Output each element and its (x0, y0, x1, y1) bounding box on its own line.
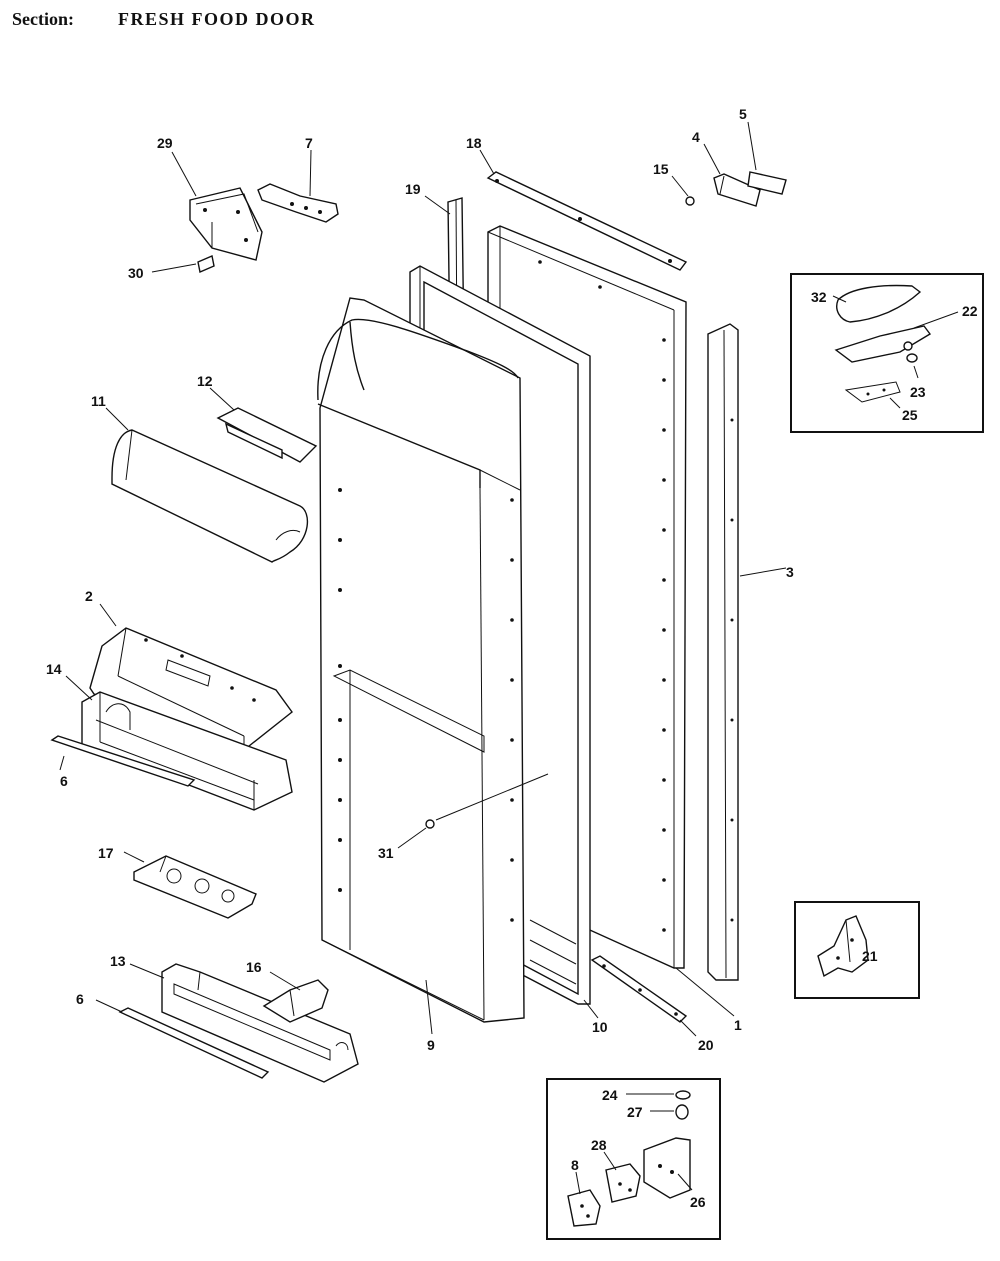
callout-6-lower: 6 (76, 991, 84, 1007)
part-29-hinge-bracket (189, 187, 263, 261)
callout-28: 28 (591, 1137, 607, 1153)
callout-26: 26 (690, 1194, 706, 1210)
part-11-cover (111, 429, 309, 563)
leader-18 (479, 149, 495, 175)
part-17-grille (133, 855, 257, 919)
section-title: FRESH FOOD DOOR (118, 9, 316, 29)
leader-30 (151, 263, 197, 273)
callout-20: 20 (698, 1037, 714, 1053)
part-20-bottom-strip (590, 955, 688, 1023)
callout-2: 2 (85, 588, 93, 604)
leader-26 (677, 1173, 693, 1191)
leader-31a (397, 827, 427, 849)
leader-14 (65, 675, 93, 701)
leader-8b (575, 1171, 581, 1195)
part-15-screw (685, 196, 695, 206)
leader-13 (129, 963, 165, 979)
leader-19 (424, 195, 451, 215)
callout-22: 22 (962, 303, 978, 319)
callout-10: 10 (592, 1019, 608, 1035)
callout-16: 16 (246, 959, 262, 975)
callout-24: 24 (602, 1087, 618, 1103)
part-5-cap (747, 171, 787, 195)
inset-box-top-hinge (790, 273, 984, 433)
callout-9: 9 (427, 1037, 435, 1053)
callout-8: 8 (571, 1157, 579, 1173)
callout-3: 3 (786, 564, 794, 580)
callout-19: 19 (405, 181, 421, 197)
leader-9 (425, 979, 433, 1035)
callout-32: 32 (811, 289, 827, 305)
part-18-top-strip (486, 171, 688, 271)
callout-21: 21 (862, 948, 878, 964)
leader-10 (583, 999, 599, 1019)
callout-7: 7 (305, 135, 313, 151)
part-30-clip (197, 255, 215, 273)
leader-6b (95, 999, 123, 1013)
leader-6a (59, 755, 65, 771)
part-9-door-liner (317, 297, 525, 1023)
part-31-screw (425, 819, 435, 829)
leader-12 (209, 387, 235, 411)
callout-18: 18 (466, 135, 482, 151)
leader-2 (99, 603, 117, 627)
leader-31b (435, 773, 549, 821)
leader-16 (269, 971, 301, 991)
callout-27: 27 (627, 1104, 643, 1120)
part-6-trim-strip-upper (50, 735, 196, 787)
callout-25: 25 (902, 407, 918, 423)
callout-12: 12 (197, 373, 213, 389)
part-2-dispenser-lid (89, 627, 293, 751)
callout-4: 4 (692, 129, 700, 145)
part-3-side-trim (707, 323, 739, 981)
leader-5 (747, 121, 757, 171)
leader-1 (675, 967, 735, 1017)
leader-29 (171, 151, 197, 197)
leader-28 (603, 1151, 617, 1171)
inset-box-part-21 (794, 901, 920, 999)
section-label: Section: (12, 9, 74, 29)
leader-17 (123, 851, 145, 863)
part-13-lower-housing (161, 963, 359, 1083)
callout-31: 31 (378, 845, 394, 861)
part-16-paddle (262, 979, 329, 1023)
leader-25 (889, 397, 901, 409)
callout-30: 30 (128, 265, 144, 281)
part-4-bracket (713, 173, 761, 207)
part-7-dispenser-switch (257, 183, 339, 223)
leader-11 (105, 407, 129, 431)
leader-22 (913, 311, 959, 329)
callout-17: 17 (98, 845, 114, 861)
callout-15: 15 (653, 161, 669, 177)
leader-7 (309, 149, 312, 197)
callout-23: 23 (910, 384, 926, 400)
inset-box-bottom-hinge (546, 1078, 721, 1240)
callout-13: 13 (110, 953, 126, 969)
callout-6-upper: 6 (60, 773, 68, 789)
callout-14: 14 (46, 661, 62, 677)
callout-1: 1 (734, 1017, 742, 1033)
callout-29: 29 (157, 135, 173, 151)
leader-3 (739, 567, 787, 577)
leader-23 (913, 365, 919, 379)
leader-15 (671, 175, 689, 197)
leader-4 (703, 143, 721, 175)
leader-20 (679, 1019, 697, 1037)
leader-32 (832, 295, 847, 303)
part-12-tray (216, 407, 318, 463)
callout-11: 11 (91, 393, 106, 409)
part-6-trim-strip-lower (118, 1007, 270, 1079)
callout-5: 5 (739, 106, 747, 122)
